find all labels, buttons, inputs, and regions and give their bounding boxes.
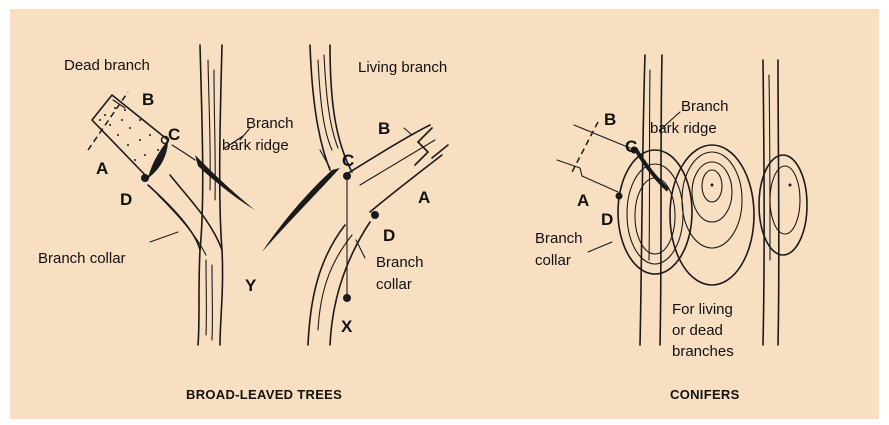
letter-a-conifer: A (577, 191, 589, 210)
letter-x: X (341, 317, 353, 336)
letter-a-left: A (96, 159, 108, 178)
letter-d-right: D (383, 226, 395, 245)
right-bark-ridge (262, 168, 340, 252)
conifer-bark-ridge-line2: bark ridge (650, 120, 717, 137)
left-tree-trunk (198, 45, 223, 345)
branch-collar-right-line1: Branch (376, 254, 424, 271)
bark-ridge-label-line1: Branch (246, 115, 294, 132)
letter-d-conifer: D (601, 210, 613, 229)
letter-b-right: B (378, 119, 390, 138)
letter-c-right: C (342, 151, 354, 170)
conifer-note-line2: or dead (672, 322, 723, 339)
letter-b-conifer: B (604, 110, 616, 129)
leader-lines (150, 112, 680, 258)
conifer-note-line1: For living (672, 301, 733, 318)
conifer-collar-line2: collar (535, 252, 571, 269)
conifer-collar-line1: Branch (535, 230, 583, 247)
conifers-caption: CONIFERS (670, 387, 740, 402)
letter-b-left: B (142, 90, 154, 109)
broad-leaved-caption: BROAD-LEAVED TREES (186, 387, 342, 402)
dead-branch-label: Dead branch (64, 57, 150, 74)
living-branch-label: Living branch (358, 59, 447, 76)
conifer-bark-ridge-line1: Branch (681, 98, 729, 115)
letter-y: Y (245, 276, 257, 295)
left-tree-lower-branch (148, 175, 222, 255)
branch-collar-left-label: Branch collar (38, 250, 126, 267)
letter-c-conifer: C (625, 137, 637, 156)
left-bark-ridge (172, 145, 255, 210)
living-branch (345, 125, 448, 212)
bark-ridge-label-line2: bark ridge (222, 137, 289, 154)
letter-a-right: A (418, 188, 430, 207)
branch-collar-right-line2: collar (376, 276, 412, 293)
letter-c-left: C (168, 125, 180, 144)
letter-d-left: D (120, 190, 132, 209)
right-tree-trunk (308, 45, 370, 345)
conifer-note-line3: branches (672, 343, 734, 360)
